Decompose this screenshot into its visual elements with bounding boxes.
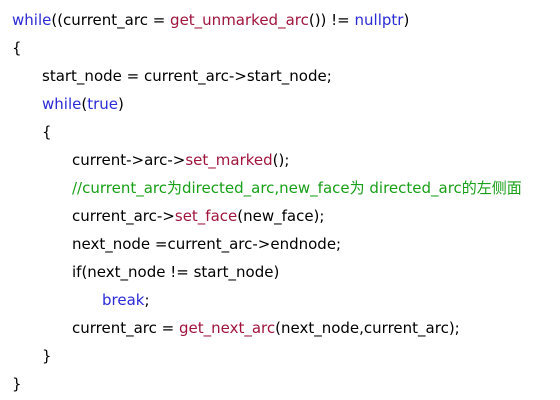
code-text: (new_face); — [237, 207, 325, 225]
function-set-marked: set_marked — [185, 151, 273, 169]
code-line-10: if(next_node != start_node) — [0, 260, 279, 284]
code-line-13: } — [0, 344, 52, 368]
keyword-nullptr: nullptr — [354, 11, 404, 29]
code-text: current_arc-> — [72, 207, 175, 225]
code-text: next_node =current_arc->endnode; — [72, 235, 342, 253]
code-line-4: while(true) — [0, 92, 124, 116]
close-brace: } — [42, 347, 52, 365]
code-line-1: while((current_arc = get_unmarked_arc())… — [0, 8, 409, 32]
keyword-true: true — [87, 95, 118, 113]
code-text: if(next_node != start_node) — [72, 263, 280, 281]
code-text: ; — [144, 291, 150, 309]
code-line-3: start_node = current_arc->start_node; — [0, 64, 332, 88]
code-line-14: } — [0, 372, 22, 396]
code-comment: //current_arc为directed_arc,new_face为 dir… — [72, 179, 522, 197]
code-text: current->arc-> — [72, 151, 186, 169]
code-line-2: { — [0, 36, 22, 60]
code-line-12: current_arc = get_next_arc(next_node,cur… — [0, 316, 460, 340]
code-text: start_node = current_arc->start_node; — [42, 67, 332, 85]
code-text: ) — [403, 11, 410, 29]
function-set-face: set_face — [174, 207, 238, 225]
function-get-next-arc: get_next_arc — [179, 319, 276, 337]
code-text: (next_node,current_arc); — [275, 319, 460, 337]
code-text: ((current_arc = — [51, 11, 171, 29]
code-text: (); — [272, 151, 290, 169]
code-line-11: break; — [0, 288, 150, 312]
code-text: ()) != — [308, 11, 355, 29]
open-brace: { — [12, 39, 22, 57]
code-text: ) — [118, 95, 124, 113]
code-line-5: { — [0, 120, 52, 144]
code-line-6: current->arc->set_marked(); — [0, 148, 289, 172]
code-line-7: //current_arc为directed_arc,new_face为 dir… — [0, 176, 522, 200]
code-line-8: current_arc->set_face(new_face); — [0, 204, 324, 228]
keyword-while: while — [42, 95, 82, 113]
keyword-break: break — [102, 291, 145, 309]
code-text: ( — [81, 95, 88, 113]
open-brace: { — [42, 123, 52, 141]
close-brace: } — [12, 375, 22, 393]
code-line-9: next_node =current_arc->endnode; — [0, 232, 341, 256]
keyword-while: while — [12, 11, 52, 29]
code-text: current_arc = — [72, 319, 179, 337]
function-get-unmarked-arc: get_unmarked_arc — [170, 11, 309, 29]
